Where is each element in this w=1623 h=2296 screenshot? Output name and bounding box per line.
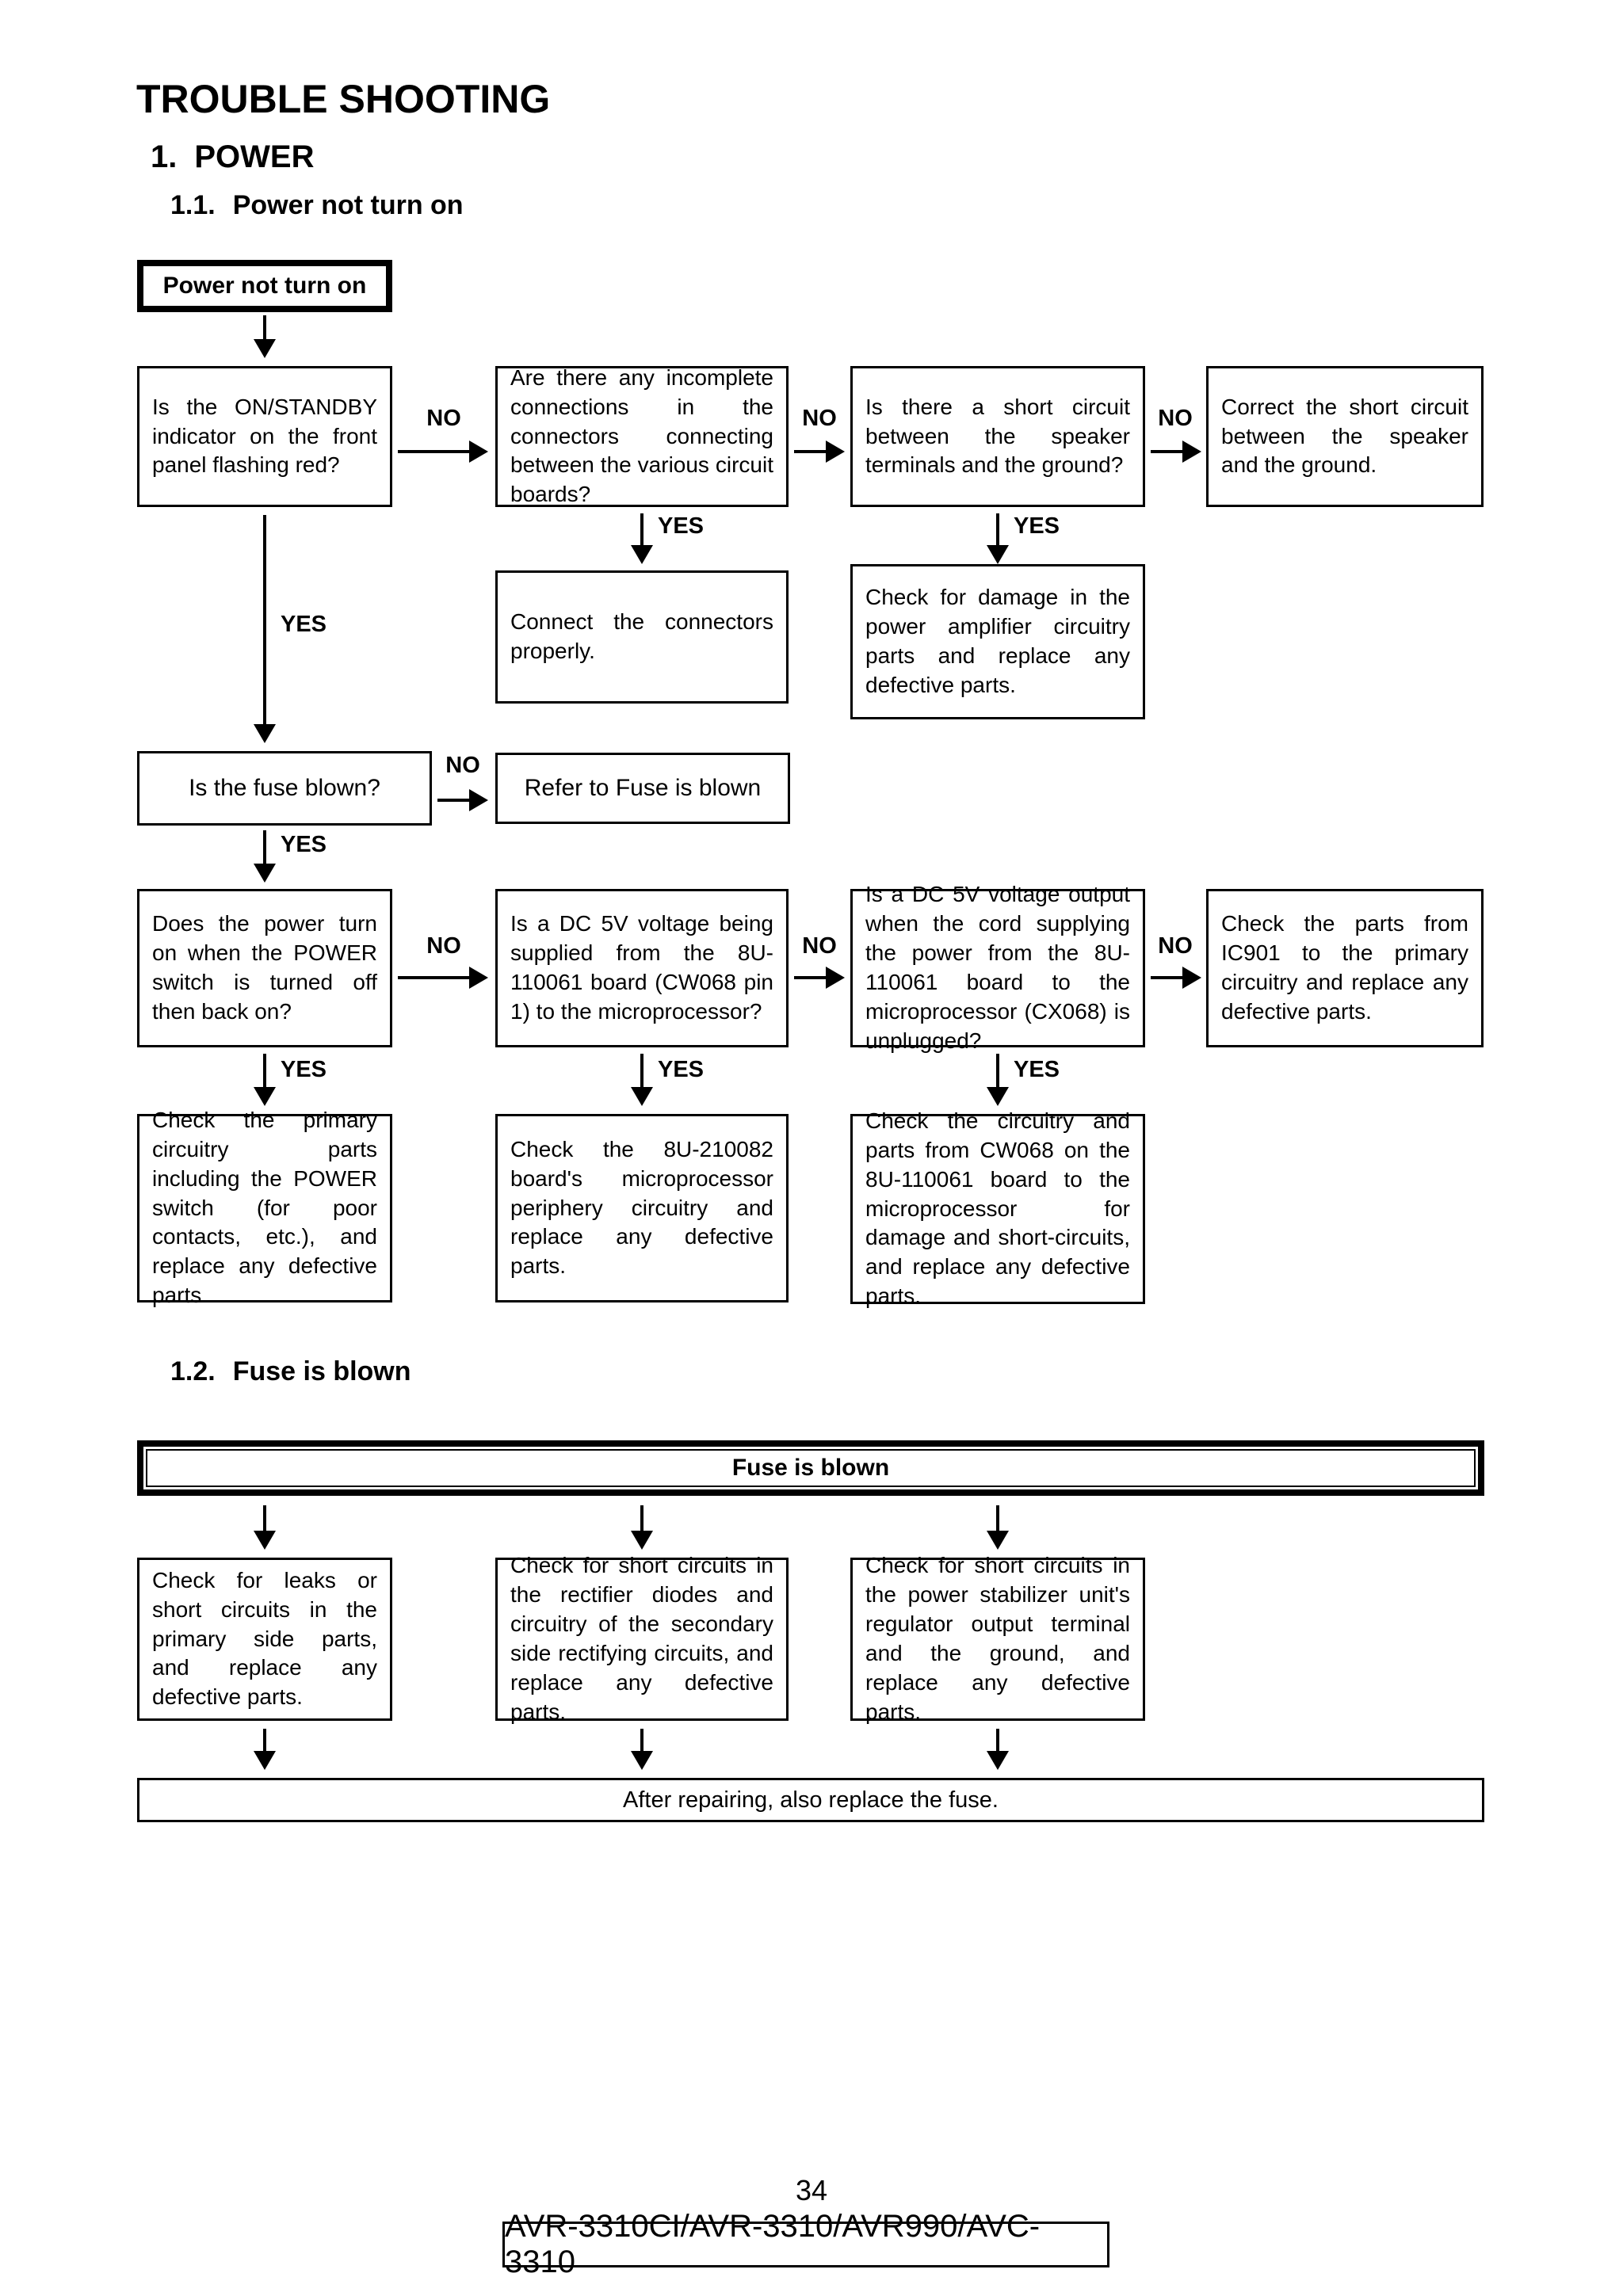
no-label: NO	[802, 406, 837, 431]
yes-arrow	[996, 513, 999, 547]
no-label: NO	[426, 406, 461, 431]
question-power-switch-box: Does the power turn on when the POWER sw…	[137, 889, 392, 1047]
subsection-number: 1.2.	[170, 1356, 216, 1386]
question-fuse-blown-box: Is the fuse blown?	[137, 751, 432, 826]
yes-arrow	[996, 1054, 999, 1089]
action-connect-connectors-box: Connect the connectors properly.	[495, 570, 789, 704]
flow-arrow-down	[263, 1729, 266, 1753]
no-arrow	[1151, 976, 1184, 979]
check-primary-side-box: Check for leaks or short circuits in the…	[137, 1558, 392, 1721]
yes-label: YES	[281, 1057, 327, 1082]
question-short-circuit-speaker-box: Is there a short circuit between the spe…	[850, 366, 1145, 507]
yes-label: YES	[281, 612, 327, 637]
yes-label: YES	[1014, 1057, 1060, 1082]
flow-arrow-down	[996, 1505, 999, 1532]
yes-label: YES	[1014, 513, 1060, 539]
flow-arrow-down	[263, 1505, 266, 1532]
subsection-label: Power not turn on	[232, 190, 464, 220]
yes-label: YES	[658, 513, 705, 539]
question-dc5v-output-box: Is a DC 5V voltage output when the cord …	[850, 882, 1145, 1053]
section-label: POWER	[194, 139, 315, 174]
subsection-label: Fuse is blown	[232, 1356, 411, 1386]
subsection-number: 1.1.	[170, 190, 216, 220]
flow-arrow-start-down	[263, 315, 266, 341]
yes-arrow	[640, 513, 643, 547]
question-connectors-box: Are there any incomplete connections in …	[495, 365, 789, 507]
yes-label: YES	[281, 832, 327, 857]
no-arrow	[1151, 450, 1184, 453]
no-label: NO	[445, 753, 480, 778]
section-number: 1.	[151, 139, 178, 174]
yes-arrow-long	[263, 515, 266, 726]
check-power-stabilizer-box: Check for short circuits in the power st…	[850, 1553, 1145, 1724]
no-arrow	[437, 799, 471, 802]
section-heading-power: 1. POWER	[151, 139, 314, 175]
no-arrow	[398, 976, 471, 979]
page-title: TROUBLE SHOOTING	[136, 77, 551, 121]
question-dc5v-supplied-box: Is a DC 5V voltage being supplied from t…	[495, 889, 789, 1047]
subsection-heading-fuse-is-blown: 1.2. Fuse is blown	[170, 1356, 411, 1387]
no-label: NO	[426, 933, 461, 959]
start-banner-fuse-is-blown: Fuse is blown	[137, 1440, 1484, 1496]
no-arrow	[398, 450, 471, 453]
question-standby-indicator-box: Is the ON/STANDBY indicator on the front…	[137, 366, 392, 507]
flow-arrow-down	[996, 1729, 999, 1753]
flow-arrow-down	[640, 1729, 643, 1753]
model-list-box: AVR-3310CI/AVR-3310/AVR990/AVC-3310	[502, 2209, 1109, 2279]
after-repair-note-box: After repairing, also replace the fuse.	[137, 1778, 1484, 1822]
subsection-heading-power-not-turn-on: 1.1. Power not turn on	[170, 190, 464, 221]
yes-label: YES	[658, 1057, 705, 1082]
action-check-ic901-box: Check the parts from IC901 to the primar…	[1206, 889, 1484, 1047]
yes-arrow	[263, 1054, 266, 1089]
no-label: NO	[1158, 406, 1193, 431]
check-rectifier-diodes-box: Check for short circuits in the rectifie…	[495, 1553, 789, 1724]
yes-arrow	[640, 1054, 643, 1089]
no-label: NO	[802, 933, 837, 959]
no-label: NO	[1158, 933, 1193, 959]
yes-arrow	[263, 830, 266, 865]
action-check-210082-board-box: Check the 8U-210082 board's microprocess…	[495, 1114, 789, 1302]
action-check-cw068-box: Check the circuitry and parts from CW068…	[850, 1108, 1145, 1308]
flow-arrow-down	[640, 1505, 643, 1532]
no-arrow	[794, 450, 827, 453]
action-check-power-amp-box: Check for damage in the power amplifier …	[850, 564, 1145, 719]
start-box-power-not-turn-on: Power not turn on	[137, 260, 392, 312]
action-correct-short-circuit-box: Correct the short circuit between the sp…	[1206, 366, 1484, 507]
page-number: 34	[795, 2174, 828, 2206]
no-arrow	[794, 976, 827, 979]
refer-fuse-blown-box: Refer to Fuse is blown	[495, 753, 790, 824]
action-check-primary-circuitry-box: Check the primary circuitry parts includ…	[137, 1108, 392, 1307]
